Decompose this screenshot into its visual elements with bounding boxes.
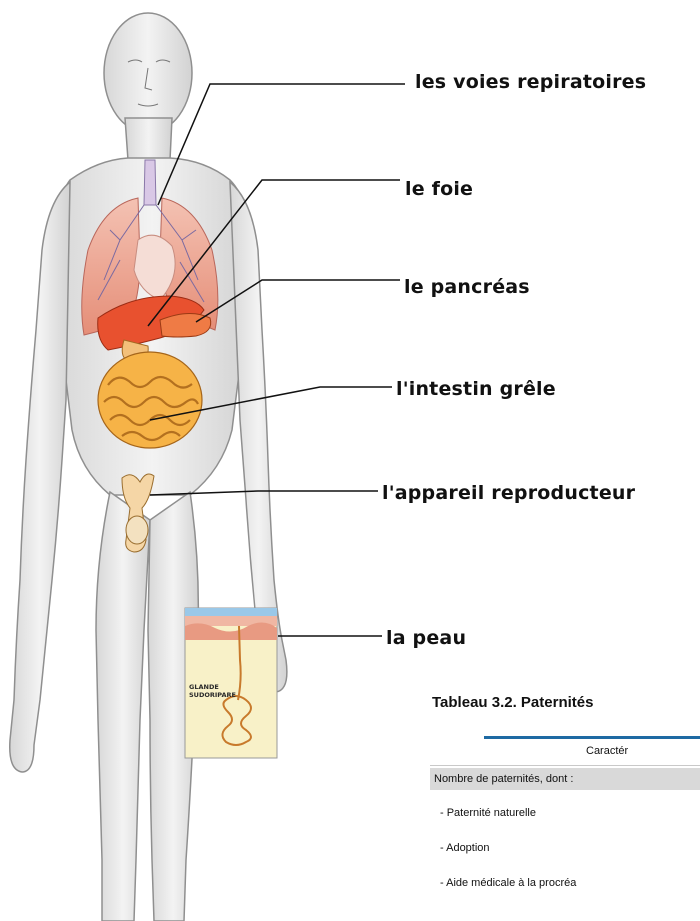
label-pancreas: le pancréas xyxy=(404,276,530,298)
table-title: Tableau 3.2. Paternités xyxy=(432,694,593,711)
head xyxy=(104,13,192,133)
trachea xyxy=(144,160,156,205)
table-row: - Aide médicale à la procréa xyxy=(440,877,576,889)
label-appareil-reproducteur: l'appareil reproducteur xyxy=(382,482,635,504)
label-peau: la peau xyxy=(386,627,466,649)
left-arm xyxy=(10,182,70,772)
table-row: - Paternité naturelle xyxy=(440,807,536,819)
table-top-rule xyxy=(484,736,700,739)
body-silhouette xyxy=(10,13,287,921)
table-column-header: Caractér xyxy=(586,745,628,757)
label-foie: le foie xyxy=(405,178,473,200)
left-leg xyxy=(96,492,150,921)
label-voies-respiratoires: les voies repiratoires xyxy=(415,71,646,93)
table-row: - Adoption xyxy=(440,842,490,854)
label-intestin-grele: l'intestin grêle xyxy=(396,378,556,400)
gland-label: GLANDE SUDORIPARE xyxy=(189,683,249,699)
table-header-divider xyxy=(430,765,700,766)
neck xyxy=(125,118,172,160)
table-section-header: Nombre de paternités, dont : xyxy=(430,768,700,790)
small-intestine xyxy=(98,352,202,448)
